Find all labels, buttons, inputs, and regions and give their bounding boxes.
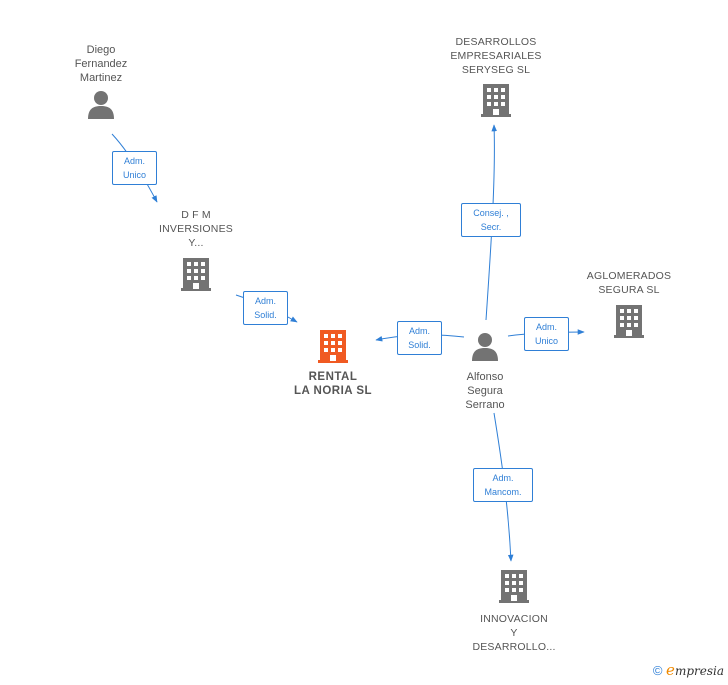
building-icon	[614, 305, 644, 338]
node-dfm-inversiones[interactable]: D F M INVERSIONES Y...	[146, 208, 246, 296]
node-label: AGLOMERADOS SEGURA SL	[586, 270, 672, 296]
copyright-symbol: ©	[652, 663, 663, 678]
node-label: Diego Fernandez Martinez	[74, 44, 128, 84]
node-innovacion-desarrollo[interactable]: INNOVACION Y DESARROLLO...	[459, 569, 569, 654]
brand-initial: e	[666, 661, 675, 679]
edge-label-alfonso-aglomerados[interactable]: Adm. Unico	[524, 317, 569, 351]
building-icon	[499, 570, 529, 603]
edge-label-dfm-rental[interactable]: Adm. Solid.	[243, 291, 288, 325]
node-aglomerados-segura[interactable]: AGLOMERADOS SEGURA SL	[574, 269, 684, 343]
node-label: D F M INVERSIONES Y...	[159, 209, 233, 249]
building-icon	[481, 84, 511, 117]
person-icon	[472, 333, 498, 361]
node-diego[interactable]: Diego Fernandez Martinez	[56, 43, 146, 125]
edge-label-alfonso-rental[interactable]: Adm. Solid.	[397, 321, 442, 355]
edge-label-diego-dfm[interactable]: Adm. Unico	[112, 151, 157, 185]
edge-label-alfonso-innovacion[interactable]: Adm. Mancom.	[473, 468, 533, 502]
brand-name: mpresia	[674, 664, 724, 678]
node-label: DESARROLLOS EMPRESARIALES SERYSEG SL	[450, 36, 542, 76]
person-icon	[88, 91, 114, 119]
brand-logo: empresia	[666, 661, 724, 679]
node-alfonso[interactable]: Alfonso Segura Serrano	[440, 332, 530, 412]
node-desarrollos-empresariales[interactable]: DESARROLLOS EMPRESARIALES SERYSEG SL	[436, 35, 556, 122]
node-label: RENTAL LA NORIA SL	[293, 371, 373, 397]
building-icon	[318, 330, 348, 363]
node-rental-la-noria[interactable]: RENTAL LA NORIA SL	[278, 329, 388, 398]
building-icon	[181, 258, 211, 291]
node-label: Alfonso Segura Serrano	[465, 371, 505, 411]
edge-label-alfonso-desarrollos[interactable]: Consej. , Secr.	[461, 203, 521, 237]
node-label: INNOVACION Y DESARROLLO...	[472, 613, 556, 653]
footer-brand: © empresia	[653, 661, 724, 679]
